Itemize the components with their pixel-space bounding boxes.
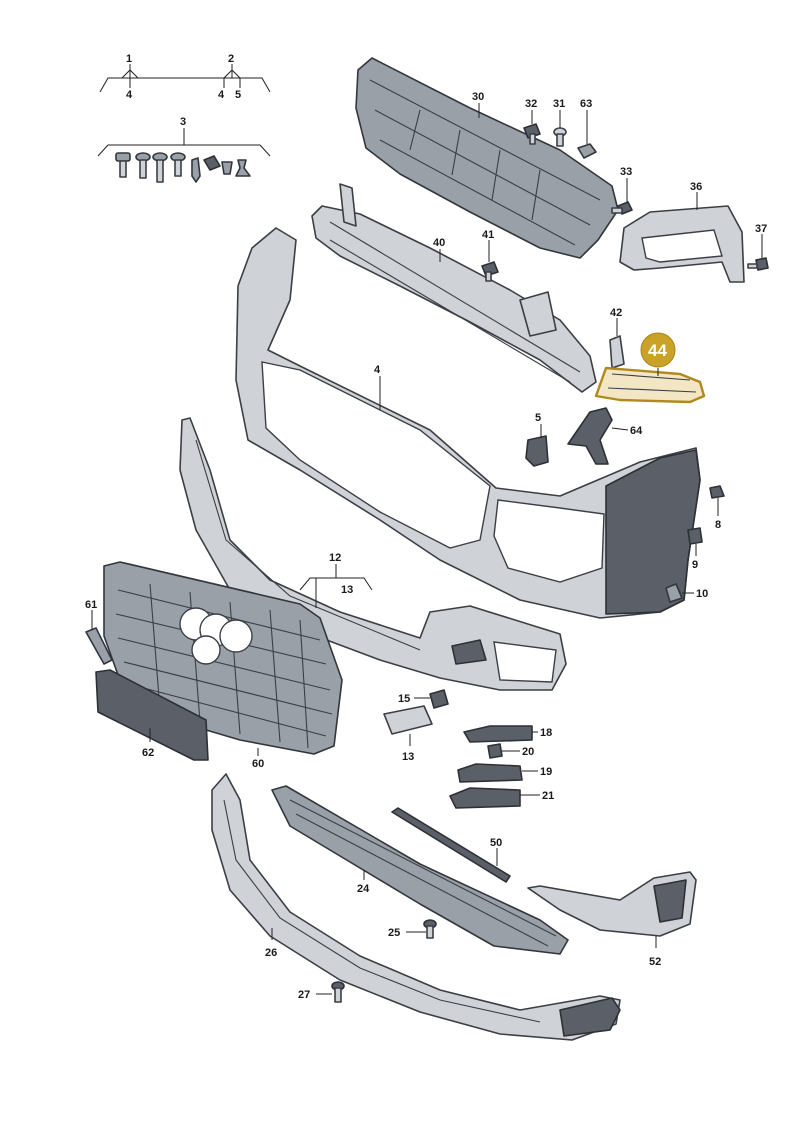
part-20-clip: 20 bbox=[487, 743, 534, 759]
callout-4-top-b[interactable]: 4 bbox=[218, 89, 225, 101]
callout-27[interactable]: 27 bbox=[298, 989, 310, 1001]
part-10-clip: 10 bbox=[665, 583, 708, 603]
callout-8[interactable]: 8 bbox=[715, 519, 721, 531]
part-31-screw: 31 bbox=[553, 98, 567, 147]
callout-32[interactable]: 32 bbox=[525, 98, 537, 110]
screw-icon bbox=[135, 152, 151, 179]
callout-37[interactable]: 37 bbox=[755, 223, 767, 235]
part-4-bumper-cover: 4 bbox=[235, 227, 701, 619]
callout-62[interactable]: 62 bbox=[142, 747, 154, 759]
part-12-lower-section: 12 13 bbox=[179, 417, 567, 691]
clip-icon bbox=[203, 155, 221, 171]
callout-44[interactable]: 44 bbox=[648, 341, 667, 360]
callout-3[interactable]: 3 bbox=[180, 116, 186, 128]
part-52-side-trim: 52 bbox=[527, 871, 697, 968]
callout-64[interactable]: 64 bbox=[630, 425, 643, 437]
screw-icon bbox=[170, 152, 186, 177]
part-27-screw: 27 bbox=[298, 981, 345, 1003]
part-18-insert: 18 bbox=[463, 725, 552, 743]
callout-25[interactable]: 25 bbox=[388, 927, 400, 939]
part-8-bolt: 8 bbox=[709, 485, 725, 531]
callout-42[interactable]: 42 bbox=[610, 307, 622, 319]
callout-2[interactable]: 2 bbox=[228, 53, 234, 65]
part-5-bracket: 5 bbox=[525, 412, 549, 467]
callout-5-mid[interactable]: 5 bbox=[535, 412, 541, 424]
part-33-bolt: 33 bbox=[611, 166, 633, 215]
screw-icon bbox=[115, 152, 131, 178]
screw-icon bbox=[152, 152, 168, 183]
callout-19[interactable]: 19 bbox=[540, 766, 552, 778]
callout-13-lower[interactable]: 13 bbox=[402, 751, 414, 763]
callout-18[interactable]: 18 bbox=[540, 727, 552, 739]
part-21-insert: 21 bbox=[449, 787, 554, 809]
callout-15[interactable]: 15 bbox=[398, 693, 410, 705]
callout-1[interactable]: 1 bbox=[126, 53, 132, 65]
callout-63[interactable]: 63 bbox=[580, 98, 592, 110]
part-30-carrier: 30 bbox=[355, 57, 619, 259]
fastener-kit-3: 3 bbox=[97, 116, 271, 183]
part-42-clip: 42 bbox=[609, 307, 625, 369]
part-62-plate-holder: 62 bbox=[95, 669, 209, 761]
callout-31[interactable]: 31 bbox=[553, 98, 565, 110]
callout-26[interactable]: 26 bbox=[265, 947, 277, 959]
clip-icon bbox=[235, 159, 251, 177]
part-9-clip: 9 bbox=[687, 527, 703, 571]
part-37-bolt: 37 bbox=[747, 223, 769, 271]
bracket-group-1-2: 1 2 4 4 5 bbox=[99, 53, 271, 101]
callout-44-badge[interactable]: 44 bbox=[640, 332, 676, 368]
part-36-bracket: 36 bbox=[619, 181, 745, 283]
part-41-bolt: 41 bbox=[481, 229, 499, 282]
callout-9[interactable]: 9 bbox=[692, 559, 698, 571]
callout-10[interactable]: 10 bbox=[696, 588, 708, 600]
callout-4-top[interactable]: 4 bbox=[126, 89, 133, 101]
part-63-nut: 63 bbox=[577, 98, 597, 159]
callout-36[interactable]: 36 bbox=[690, 181, 702, 193]
part-60-grille: 60 bbox=[103, 561, 343, 770]
part-40-rail: 40 bbox=[311, 183, 597, 393]
part-15-clip: 15 bbox=[398, 689, 449, 709]
callout-61[interactable]: 61 bbox=[85, 599, 97, 611]
callout-52[interactable]: 52 bbox=[649, 956, 661, 968]
callout-60[interactable]: 60 bbox=[252, 758, 264, 770]
callout-5-top[interactable]: 5 bbox=[235, 89, 241, 101]
callout-33[interactable]: 33 bbox=[620, 166, 632, 178]
part-32-bolt: 32 bbox=[523, 98, 541, 145]
part-44-trim: 44 bbox=[594, 332, 706, 404]
part-24-lower-grille: 24 bbox=[271, 785, 569, 955]
part-26-spoiler: 26 bbox=[211, 773, 621, 1041]
part-50-strip: 50 bbox=[391, 807, 511, 883]
part-13-cover: 13 bbox=[383, 705, 433, 763]
callout-41[interactable]: 41 bbox=[482, 229, 494, 241]
brand-rings-emblem bbox=[179, 607, 253, 665]
part-61-trim: 61 bbox=[85, 599, 113, 665]
clip-icon bbox=[221, 161, 233, 175]
callout-4-cover[interactable]: 4 bbox=[374, 364, 381, 376]
part-19-insert: 19 bbox=[457, 763, 552, 783]
callout-30[interactable]: 30 bbox=[472, 91, 484, 103]
callout-24[interactable]: 24 bbox=[357, 883, 370, 895]
callout-40[interactable]: 40 bbox=[433, 237, 445, 249]
callout-50[interactable]: 50 bbox=[490, 837, 502, 849]
part-25-screw: 25 bbox=[388, 919, 437, 939]
clip-icon bbox=[191, 157, 201, 183]
callout-13-upper[interactable]: 13 bbox=[341, 584, 353, 596]
callout-20[interactable]: 20 bbox=[522, 746, 534, 758]
callout-21[interactable]: 21 bbox=[542, 790, 554, 802]
part-64-bracket: 64 bbox=[567, 407, 643, 465]
callout-12[interactable]: 12 bbox=[329, 552, 341, 564]
